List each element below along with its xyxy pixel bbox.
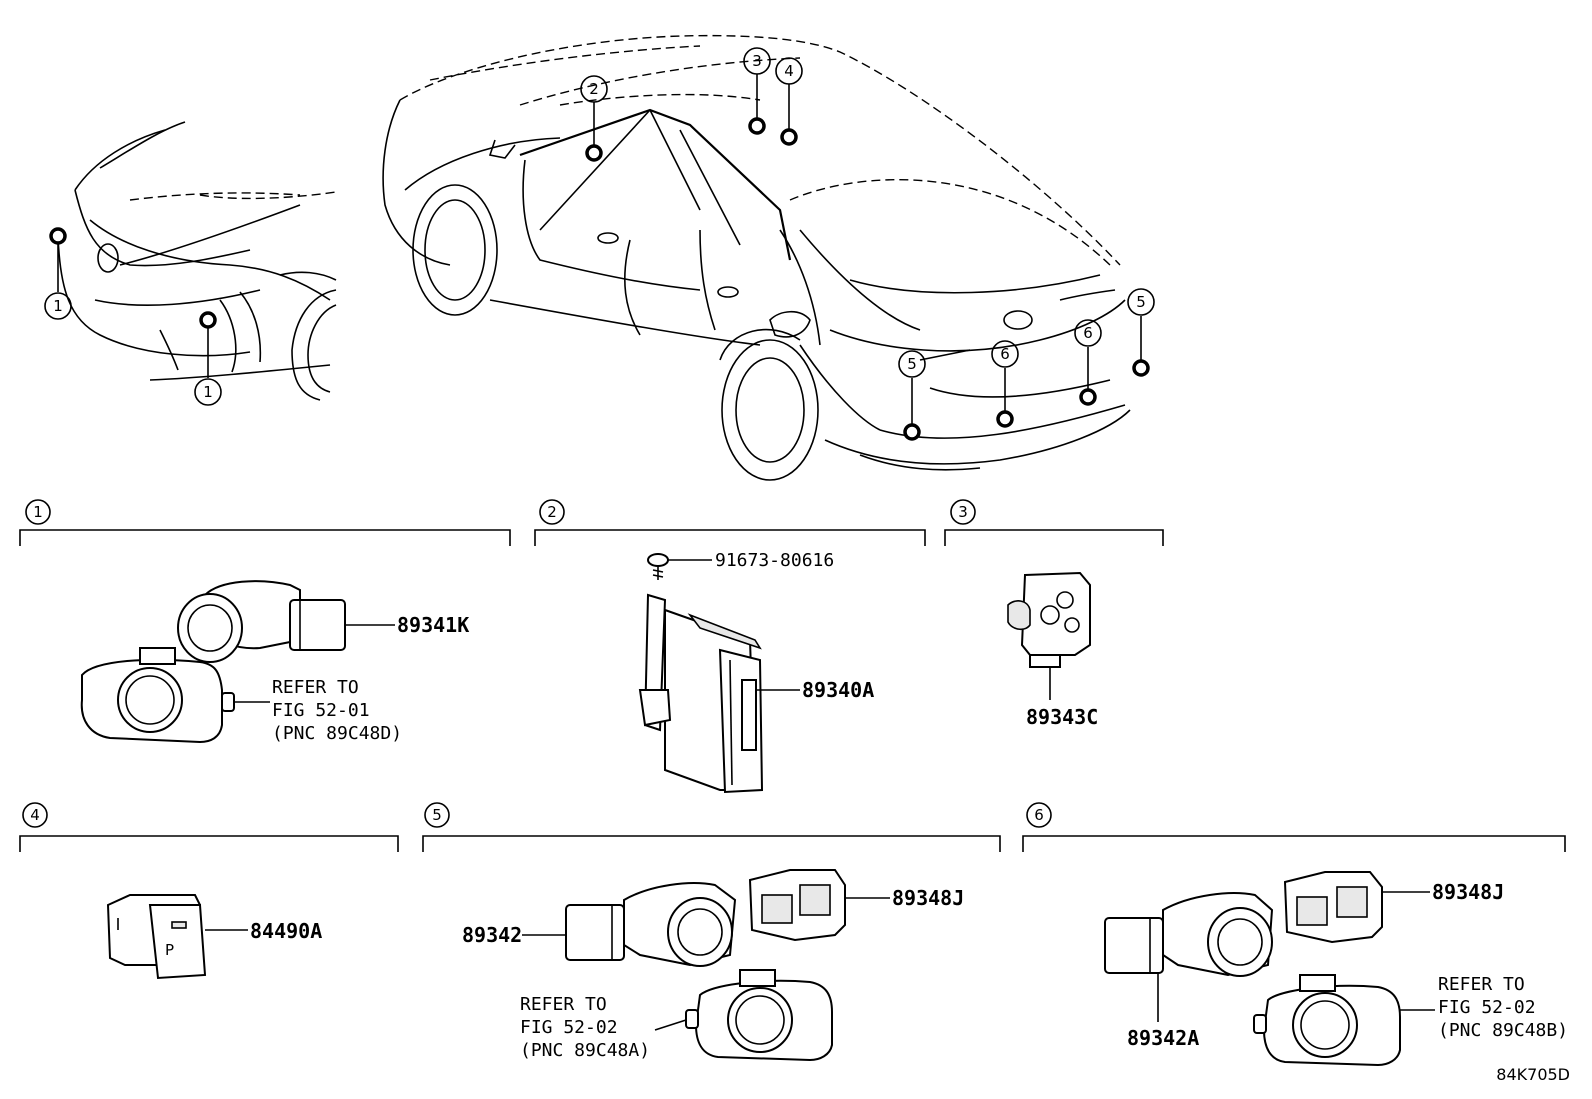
section-6-number: 6 xyxy=(1034,806,1044,824)
part-label-89340A: 89340A xyxy=(802,678,874,702)
refer-5-line-2: FIG 52-02 xyxy=(520,1017,618,1038)
ecu-89340A xyxy=(638,593,800,794)
switch-84490A: P xyxy=(106,894,248,980)
location-dot-1a xyxy=(49,227,67,245)
section-3-number: 3 xyxy=(958,503,968,521)
bolt-91673-80616 xyxy=(647,553,712,580)
section-3-parts: 89343C xyxy=(1007,571,1098,729)
section-4-number: 4 xyxy=(30,806,40,824)
section-2-number: 2 xyxy=(547,503,557,521)
callout-1b: 1 xyxy=(203,383,213,401)
part-label-89343C: 89343C xyxy=(1026,705,1098,729)
part-label-84490A: 84490A xyxy=(250,919,322,943)
location-dot-5a xyxy=(903,423,921,441)
rear-car-illustration xyxy=(382,34,1131,481)
section-1-number: 1 xyxy=(33,503,43,521)
section-brackets: 1 2 3 4 5 6 xyxy=(19,499,1566,852)
rear-sensor-89342A xyxy=(1104,892,1274,1022)
part-label-91673-80616: 91673-80616 xyxy=(715,550,834,571)
part-label-89348J-5: 89348J xyxy=(892,886,964,910)
refer-5-line-3: (PNC 89C48A) xyxy=(520,1040,650,1061)
component-89343C xyxy=(1007,571,1091,700)
sensor-location-dots xyxy=(49,117,1150,441)
location-dot-5b xyxy=(1132,359,1150,377)
location-dot-6a xyxy=(996,410,1014,428)
callout-2: 2 xyxy=(589,80,599,98)
front-sensor-retainer xyxy=(80,647,270,744)
section-5-parts: 89342 89348J REFER TO FIG 52-02 (PNC 89C… xyxy=(462,869,964,1062)
retainer-89348J-5 xyxy=(748,869,890,942)
location-dot-6b xyxy=(1079,388,1097,406)
callout-4: 4 xyxy=(784,62,794,80)
refer-line-3: (PNC 89C48D) xyxy=(272,723,402,744)
refer-line-2: FIG 52-01 xyxy=(272,700,370,721)
location-dot-4 xyxy=(780,128,798,146)
location-dot-3 xyxy=(748,117,766,135)
location-dot-2 xyxy=(585,144,603,162)
section-2-parts: 91673-80616 89340A xyxy=(638,550,874,794)
callout-6a: 6 xyxy=(1000,345,1010,363)
diagram-code: 84K705D xyxy=(1496,1065,1570,1084)
front-bumper-illustration xyxy=(57,121,337,401)
rear-sensor-89342 xyxy=(522,882,737,967)
refer-6-line-2: FIG 52-02 xyxy=(1438,997,1536,1018)
part-label-89342A: 89342A xyxy=(1127,1026,1199,1050)
part-label-89341K: 89341K xyxy=(397,613,469,637)
rear-retainer-6 xyxy=(1253,974,1435,1067)
callout-6b: 6 xyxy=(1083,324,1093,342)
refer-6-line-1: REFER TO xyxy=(1438,974,1525,995)
retainer-89348J-6 xyxy=(1283,871,1430,944)
refer-5-line-1: REFER TO xyxy=(520,994,607,1015)
rear-retainer-5 xyxy=(654,969,833,1062)
refer-6-line-3: (PNC 89C48B) xyxy=(1438,1020,1568,1041)
part-label-89348J-6: 89348J xyxy=(1432,880,1504,904)
part-label-89342: 89342 xyxy=(462,923,522,947)
callout-3: 3 xyxy=(752,52,762,70)
car-callouts: 1 1 2 3 4 5 5 6 6 xyxy=(44,47,1155,425)
section-4-parts: P 84490A xyxy=(106,894,322,980)
callout-5a: 5 xyxy=(907,355,917,373)
section-6-parts: 89342A 89348J REFER TO FIG 52-02 (PNC 89… xyxy=(1104,871,1568,1067)
callout-1a: 1 xyxy=(53,297,63,315)
callout-5b: 5 xyxy=(1136,293,1146,311)
location-dot-1b xyxy=(199,311,217,329)
section-1-parts: 89341K REFER TO FIG 52-01 (PNC 89C48D) xyxy=(80,580,469,744)
section-5-number: 5 xyxy=(432,806,442,824)
p-assist-icon: P xyxy=(165,941,174,959)
front-sensor-89341K xyxy=(177,580,395,663)
refer-line-1: REFER TO xyxy=(272,677,359,698)
